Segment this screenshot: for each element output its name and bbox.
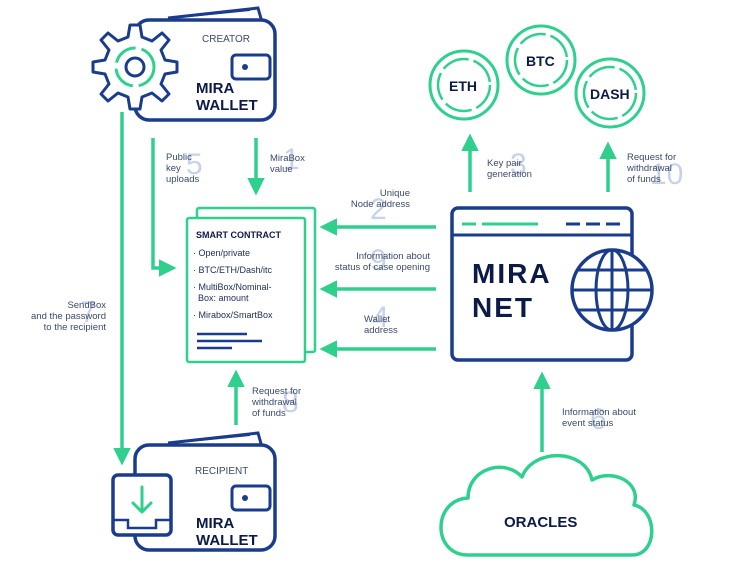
step-number: 8 [282, 386, 299, 419]
step-number: 5 [186, 148, 203, 181]
eth-coin-label: ETH [449, 78, 477, 94]
flow-label-request-withdrawal-8: Request for withdrawal of funds [252, 386, 302, 419]
smart-contract-item: · Open/private [193, 248, 251, 258]
creator-tag: CREATOR [202, 34, 250, 45]
smart-contract-item: · MultiBox/Nominal- Box: amount [193, 282, 272, 303]
dash-coin [574, 57, 646, 129]
step-number: 7 [80, 296, 97, 329]
step-number: 10 [650, 158, 684, 191]
gear-icon [91, 23, 179, 111]
flow-label-event-status: Information about event status [562, 407, 636, 429]
flow-label-public-key-uploads: Public key uploads [166, 152, 200, 185]
flow-label-mirabox-value: MiraBox value [270, 153, 305, 175]
step-number: 2 [370, 193, 387, 226]
miranet-title-line1: MIRA [472, 258, 552, 289]
btc-coin-label: BTC [526, 53, 555, 69]
creator-wallet-title-line2: WALLET [196, 97, 258, 114]
download-icon [111, 473, 173, 537]
smart-contract-item: · BTC/ETH/Dash/itc [193, 265, 273, 275]
oracles-label: ORACLES [504, 514, 578, 531]
miranet-title-line2: NET [472, 292, 534, 323]
creator-wallet-title-line1: MIRA [196, 80, 235, 97]
step-number: 6 [590, 403, 607, 436]
smart-contract-document [185, 206, 317, 364]
dash-coin-label: DASH [590, 86, 630, 102]
smart-contract-title: SMART CONTRACT [196, 230, 281, 240]
flow-label-key-pair-generation: Key pair generation [487, 158, 532, 180]
recipient-tag: RECIPIENT [195, 466, 249, 477]
globe-icon [570, 248, 654, 332]
flow-label-unique-node-address: Unique Node address [350, 188, 410, 210]
eth-coin [428, 49, 500, 121]
step-number: 4 [372, 301, 389, 334]
flow-label-case-opening-status: Information about status of case opening [334, 251, 430, 273]
smart-contract-item: · Mirabox/SmartBox [193, 310, 273, 320]
recipient-wallet-title-line2: WALLET [196, 532, 258, 549]
step-number: 1 [283, 143, 300, 176]
btc-coin [505, 24, 577, 96]
recipient-wallet-title-line1: MIRA [196, 515, 235, 532]
flow-arrows [113, 112, 617, 466]
smart-contract-items: · Open/private · BTC/ETH/Dash/itc · Mult… [193, 248, 303, 327]
flow-label-wallet-address: Wallet address [364, 314, 398, 336]
oracles-cloud [439, 453, 654, 557]
step-number: 3 [510, 148, 527, 181]
flow-label-sendbox: SendBox and the password to the recipien… [31, 300, 106, 333]
step-number: 9 [370, 244, 387, 277]
flow-label-request-withdrawal-10: Request for withdrawal of funds [627, 152, 677, 185]
